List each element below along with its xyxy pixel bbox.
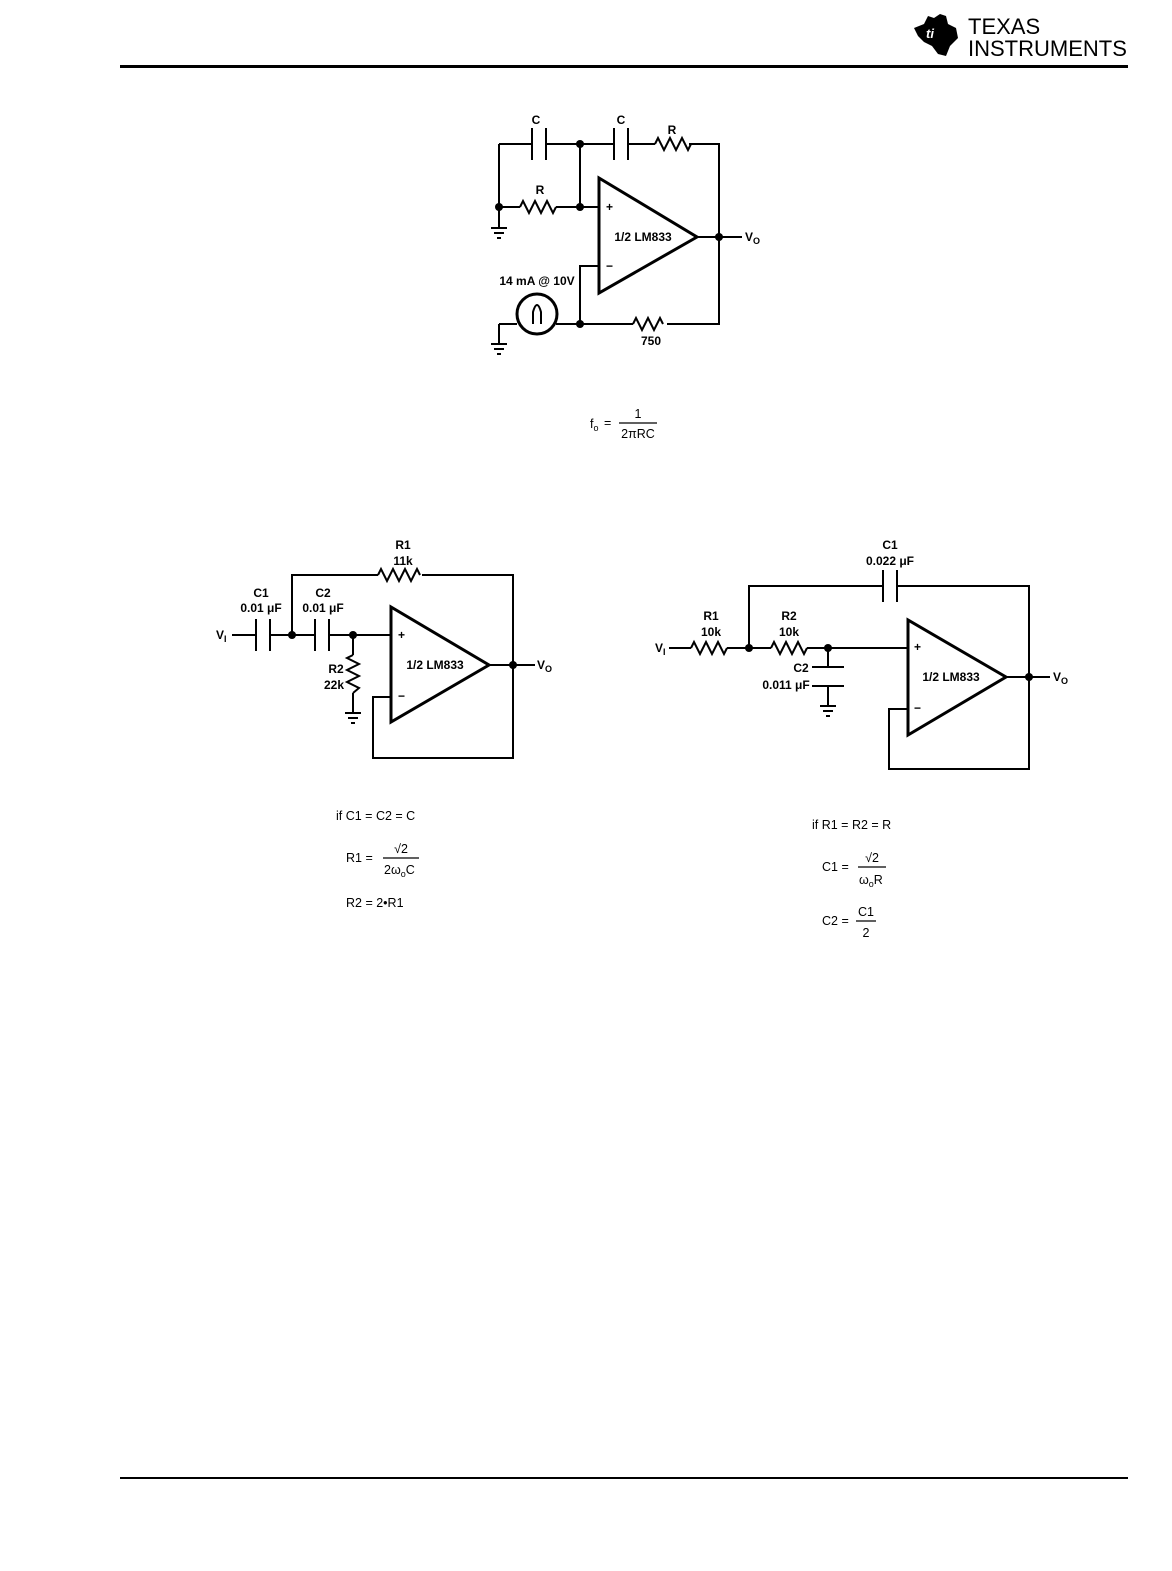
label-c2-name: C2 xyxy=(315,586,331,600)
opamp-label: 1/2 LM833 xyxy=(614,230,672,244)
formula-f0-lhs: fo xyxy=(590,417,599,433)
ground-icon xyxy=(491,228,507,238)
lamp-icon xyxy=(517,294,557,334)
equation-c2-denominator: 2 xyxy=(863,926,870,940)
opamp-minus: − xyxy=(398,689,405,703)
resistor-r-left xyxy=(520,201,556,213)
capacitor-c2 xyxy=(812,667,844,686)
capacitor-c1 xyxy=(883,570,897,602)
ground-icon xyxy=(345,713,361,723)
junction-dot xyxy=(576,140,584,148)
formula-equals: = xyxy=(604,416,611,430)
ground-icon xyxy=(491,344,507,354)
resistor-r2 xyxy=(771,642,807,654)
formula-numerator: 1 xyxy=(635,407,642,421)
opamp-plus: + xyxy=(606,200,613,214)
equation-c1-lhs: C1 = xyxy=(822,860,849,874)
junction-dot xyxy=(288,631,296,639)
ground-icon xyxy=(820,706,836,716)
equation-r2: R2 = 2•R1 xyxy=(346,896,404,910)
junction-dot xyxy=(576,203,584,211)
opamp-label: 1/2 LM833 xyxy=(406,658,464,672)
circuit-high-pass-filter: R1 11k C1 0.01 μF C2 0.01 μF R2 22k VI V… xyxy=(216,538,552,910)
junction-dot xyxy=(349,631,357,639)
formula-denominator: 2πRC xyxy=(621,427,655,441)
label-r2-name: R2 xyxy=(781,609,797,623)
capacitor-c2 xyxy=(315,619,329,651)
equation-condition: if C1 = C2 = C xyxy=(336,809,415,823)
label-lamp: 14 mA @ 10V xyxy=(499,274,574,288)
label-c1-name: C1 xyxy=(882,538,898,552)
label-c2-value: 0.011 μF xyxy=(762,678,809,692)
resistor-r-top xyxy=(655,138,691,150)
label-r1-value: 11k xyxy=(393,554,413,568)
equation-c1-numerator: √2 xyxy=(865,851,879,865)
resistor-r2 xyxy=(347,655,359,693)
equation-condition: if R1 = R2 = R xyxy=(812,818,891,832)
equation-c1-denominator: ωoR xyxy=(859,873,883,889)
opamp-plus: + xyxy=(914,640,921,654)
label-r1-name: R1 xyxy=(395,538,411,552)
label-res-left: R xyxy=(536,183,545,197)
label-r1-name: R1 xyxy=(703,609,719,623)
junction-dot xyxy=(824,644,832,652)
label-input: VI xyxy=(216,628,227,644)
label-res-750: 750 xyxy=(641,334,661,348)
wire-minus xyxy=(580,266,599,324)
opamp-plus: + xyxy=(398,628,405,642)
opamp-minus: − xyxy=(606,259,613,273)
resistor-r1 xyxy=(691,642,727,654)
junction-dot xyxy=(715,233,723,241)
equation-r1-numerator: √2 xyxy=(394,842,408,856)
label-c2-value: 0.01 μF xyxy=(302,601,343,615)
equation-c2-numerator: C1 xyxy=(858,905,874,919)
wire-unity-feedback xyxy=(889,677,1029,769)
label-output: VO xyxy=(745,230,760,246)
equation-r1-denominator: 2ωoC xyxy=(384,863,415,879)
label-cap-c-left: C xyxy=(532,113,541,127)
label-r2-value: 22k xyxy=(324,678,344,692)
opamp-label: 1/2 LM833 xyxy=(922,670,980,684)
label-c1-value: 0.01 μF xyxy=(240,601,281,615)
circuit-low-pass-filter: C1 0.022 μF R1 10k R2 10k C2 0.011 μF VI… xyxy=(655,538,1068,940)
label-r2-name: R2 xyxy=(328,662,344,676)
label-input: VI xyxy=(655,641,666,657)
junction-dot xyxy=(509,661,517,669)
equation-c2-lhs: C2 = xyxy=(822,914,849,928)
capacitor-c1 xyxy=(256,619,270,651)
label-res-top: R xyxy=(668,123,677,137)
label-cap-c-mid: C xyxy=(617,113,626,127)
wire-unity-feedback xyxy=(373,665,513,758)
label-c2-name: C2 xyxy=(793,661,809,675)
label-output: VO xyxy=(1053,670,1068,686)
label-r2-value: 10k xyxy=(779,625,799,639)
junction-dot xyxy=(745,644,753,652)
junction-dot xyxy=(1025,673,1033,681)
resistor-r1 xyxy=(378,569,420,581)
capacitor-c-left xyxy=(532,128,546,160)
label-c1-value: 0.022 μF xyxy=(866,554,914,568)
label-r1-value: 10k xyxy=(701,625,721,639)
circuit-wien-bridge-oscillator: C C R R 14 mA @ 10V 750 1/2 LM833 + − VO… xyxy=(491,113,760,441)
capacitor-c-mid xyxy=(614,128,628,160)
label-output: VO xyxy=(537,658,552,674)
equation-r1-lhs: R1 = xyxy=(346,851,373,865)
junction-dot xyxy=(576,320,584,328)
label-c1-name: C1 xyxy=(253,586,269,600)
resistor-750 xyxy=(633,318,663,330)
junction-dot xyxy=(495,203,503,211)
opamp-minus: − xyxy=(914,701,921,715)
